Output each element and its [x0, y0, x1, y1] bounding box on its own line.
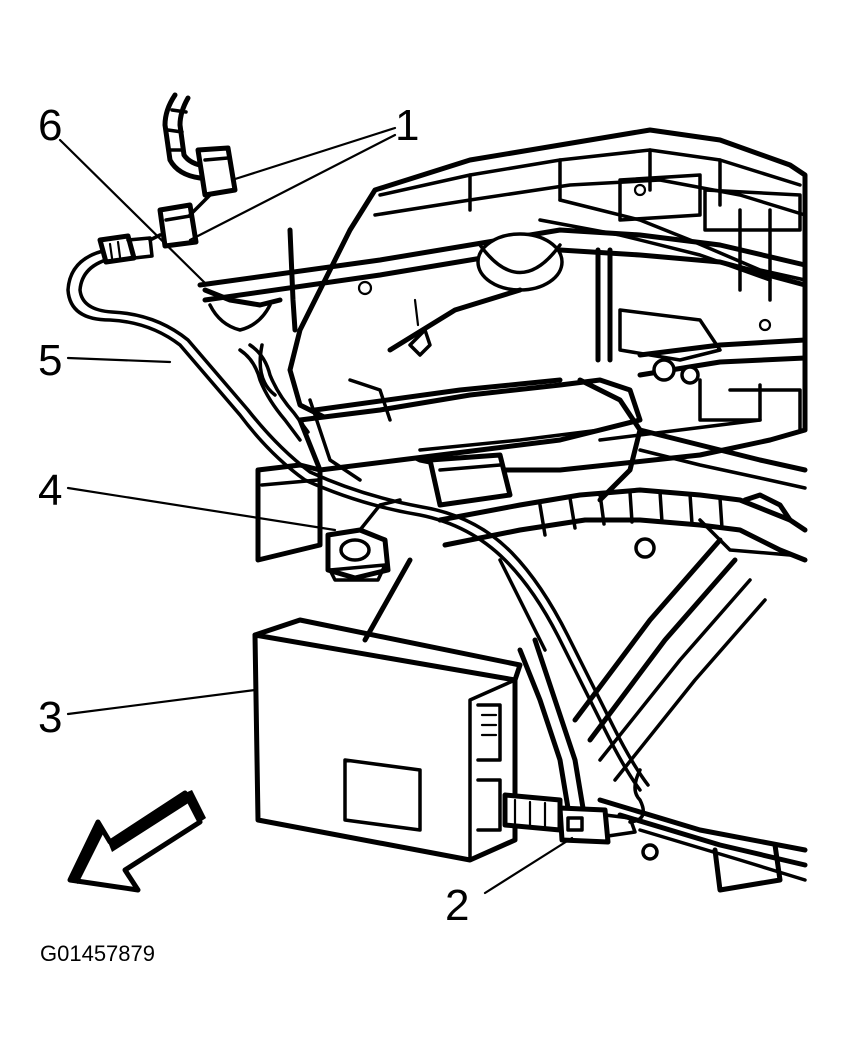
callout-2: 2 — [445, 881, 469, 930]
callout-6: 6 — [38, 101, 62, 150]
callout-1: 1 — [395, 101, 419, 150]
central-structure — [255, 287, 808, 563]
callout-5: 5 — [38, 336, 62, 385]
wiring-harness — [437, 487, 808, 563]
leader-line-2 — [483, 836, 574, 895]
figure-id: G01457879 — [40, 941, 155, 966]
callout-3: 3 — [38, 693, 62, 742]
leader-line-6 — [58, 138, 207, 285]
leader-line-5 — [66, 356, 172, 364]
leader-line-4 — [66, 486, 337, 532]
antenna-cable-5 — [66, 248, 650, 792]
control-module — [252, 557, 563, 863]
callout-4: 4 — [38, 466, 62, 515]
leader-lines — [58, 126, 574, 895]
leader-line-1a — [230, 126, 397, 182]
leader-line-3 — [66, 688, 257, 716]
front-direction-arrow-icon — [67, 790, 206, 893]
leader-line-1b — [188, 133, 397, 242]
connector-2 — [557, 768, 646, 845]
upper-structure — [197, 127, 808, 473]
upper-connectors-1 — [148, 92, 238, 249]
bracket-4 — [325, 498, 402, 582]
misc-harness — [202, 227, 392, 482]
callout-labels: 1 2 3 4 5 6 — [38, 101, 469, 930]
frame-rails — [498, 537, 808, 893]
connector-6 — [97, 233, 154, 265]
